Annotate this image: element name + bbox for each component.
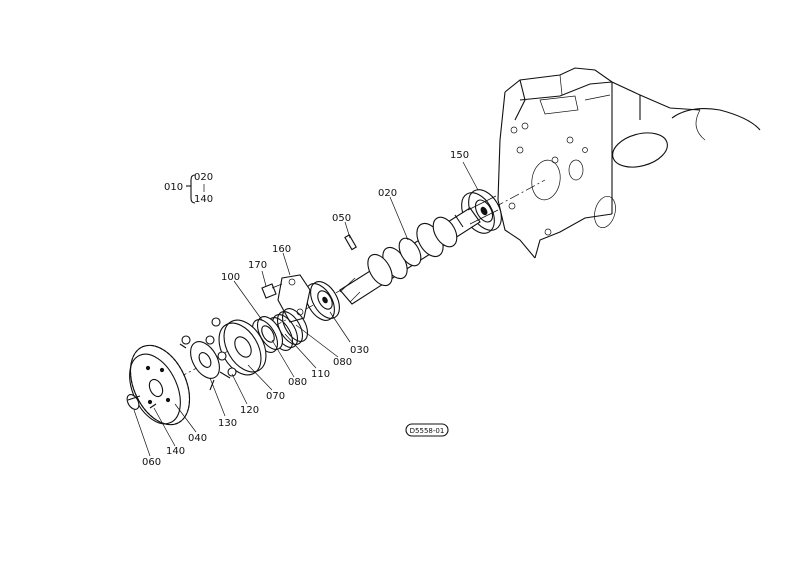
label-150: 150 [450,150,469,161]
label-070: 070 [266,391,285,402]
bolt-170 [261,283,283,299]
reference-code: D5558-01 [410,427,445,435]
label-050: 050 [332,213,351,224]
label-010: 010 [164,182,183,193]
leader-lines [133,161,479,457]
label-140: 140 [166,446,185,457]
label-140-group: 140 [194,194,213,205]
label-100: 100 [221,272,240,283]
label-120: 120 [240,405,259,416]
label-160: 160 [272,244,291,255]
label-020-group: 020 [194,172,213,183]
label-030: 030 [350,345,369,356]
label-080-b: 080 [288,377,307,388]
assembly-group-bracket [186,174,205,204]
screw-060 [126,394,141,410]
label-130: 130 [218,418,237,429]
label-110: 110 [311,369,330,380]
label-040: 040 [188,433,207,444]
reference-code-badge: D5558-01 [405,423,449,437]
label-080-a: 080 [333,357,352,368]
pin-140 [149,403,157,409]
bearing-030 [305,281,340,321]
key-050 [344,234,357,251]
label-020: 020 [378,188,397,199]
engine-block-housing [497,67,761,259]
sleeve-130 [179,341,231,391]
camshaft-020 [339,195,499,305]
label-170: 170 [248,260,267,271]
label-060: 060 [142,457,161,468]
